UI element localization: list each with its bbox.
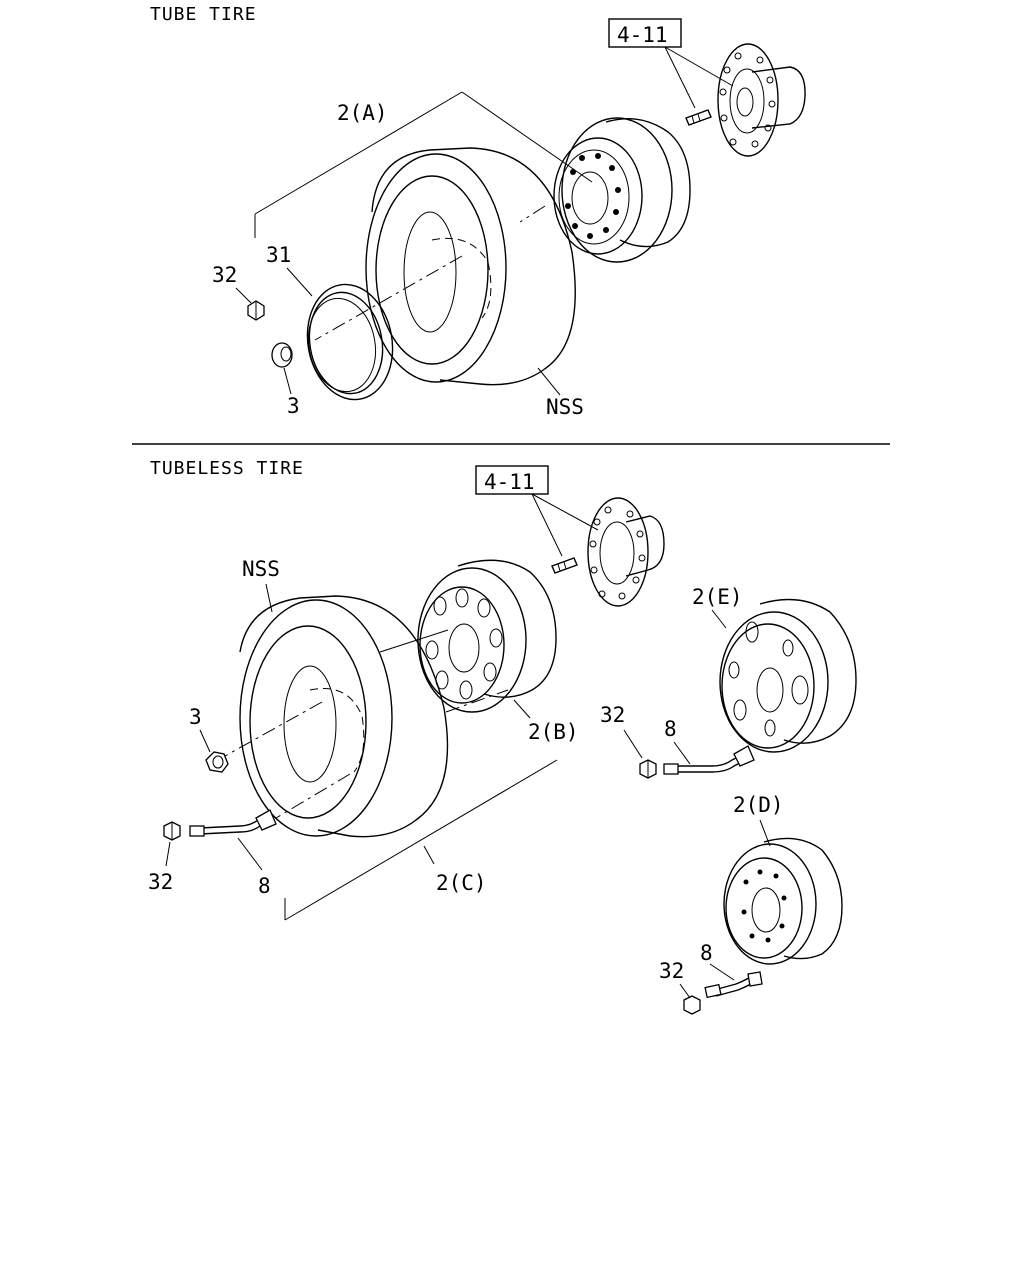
label-32-top: 32 xyxy=(212,263,237,287)
label-2c: 2(C) xyxy=(436,871,487,895)
ref-label-4-11-bottom: 4-11 xyxy=(484,470,535,494)
label-8-bottom-left: 8 xyxy=(258,874,271,898)
label-8-bottom-right: 8 xyxy=(700,941,713,965)
label-32-right: 32 xyxy=(600,703,625,727)
label-31: 31 xyxy=(266,243,291,267)
nut-3-top xyxy=(271,342,293,368)
wheel-stud-bottom xyxy=(551,557,578,574)
nut-32-top xyxy=(247,300,265,321)
label-2a: 2(A) xyxy=(337,101,388,125)
label-3-top: 3 xyxy=(287,394,300,418)
ref-label-4-11-top: 4-11 xyxy=(617,23,668,47)
cap-32-bottom xyxy=(683,995,701,1015)
hub-bottom xyxy=(587,497,665,607)
bracket-2a xyxy=(254,91,463,238)
label-2d: 2(D) xyxy=(733,793,784,817)
ref-box-4-11-bottom[interactable]: 4-11 xyxy=(475,465,549,495)
label-32-bottom-right: 32 xyxy=(659,959,684,983)
label-2e: 2(E) xyxy=(692,585,743,609)
label-nss-bottom: NSS xyxy=(242,557,280,581)
valve-8-left xyxy=(189,809,277,837)
cap-32-right xyxy=(639,759,657,779)
section-title-tubeless-tire: TUBELESS TIRE xyxy=(150,458,304,479)
wheel-rim-tube xyxy=(553,117,691,263)
cap-32-left xyxy=(163,821,181,841)
ref-box-4-11-top[interactable]: 4-11 xyxy=(608,18,682,48)
label-8-right: 8 xyxy=(664,717,677,741)
tire-tube-type xyxy=(365,147,576,386)
wheel-stud-top xyxy=(685,109,712,126)
section-title-tube-tire: TUBE TIRE xyxy=(150,4,257,25)
wheel-2b xyxy=(417,559,557,713)
lock-ring-31 xyxy=(306,283,394,401)
nut-3-bottom xyxy=(205,751,229,773)
wheel-2e xyxy=(719,598,857,753)
bracket-2c xyxy=(284,759,558,921)
label-3-bottom: 3 xyxy=(189,705,202,729)
valve-8-bottom xyxy=(704,971,763,999)
hub-top xyxy=(717,43,806,157)
tire-tubeless xyxy=(239,595,449,838)
label-2b: 2(B) xyxy=(528,720,579,744)
label-32-bottom-left: 32 xyxy=(148,870,173,894)
label-nss-top: NSS xyxy=(546,395,584,419)
wheel-2d xyxy=(723,837,843,965)
valve-8-right xyxy=(663,745,755,775)
